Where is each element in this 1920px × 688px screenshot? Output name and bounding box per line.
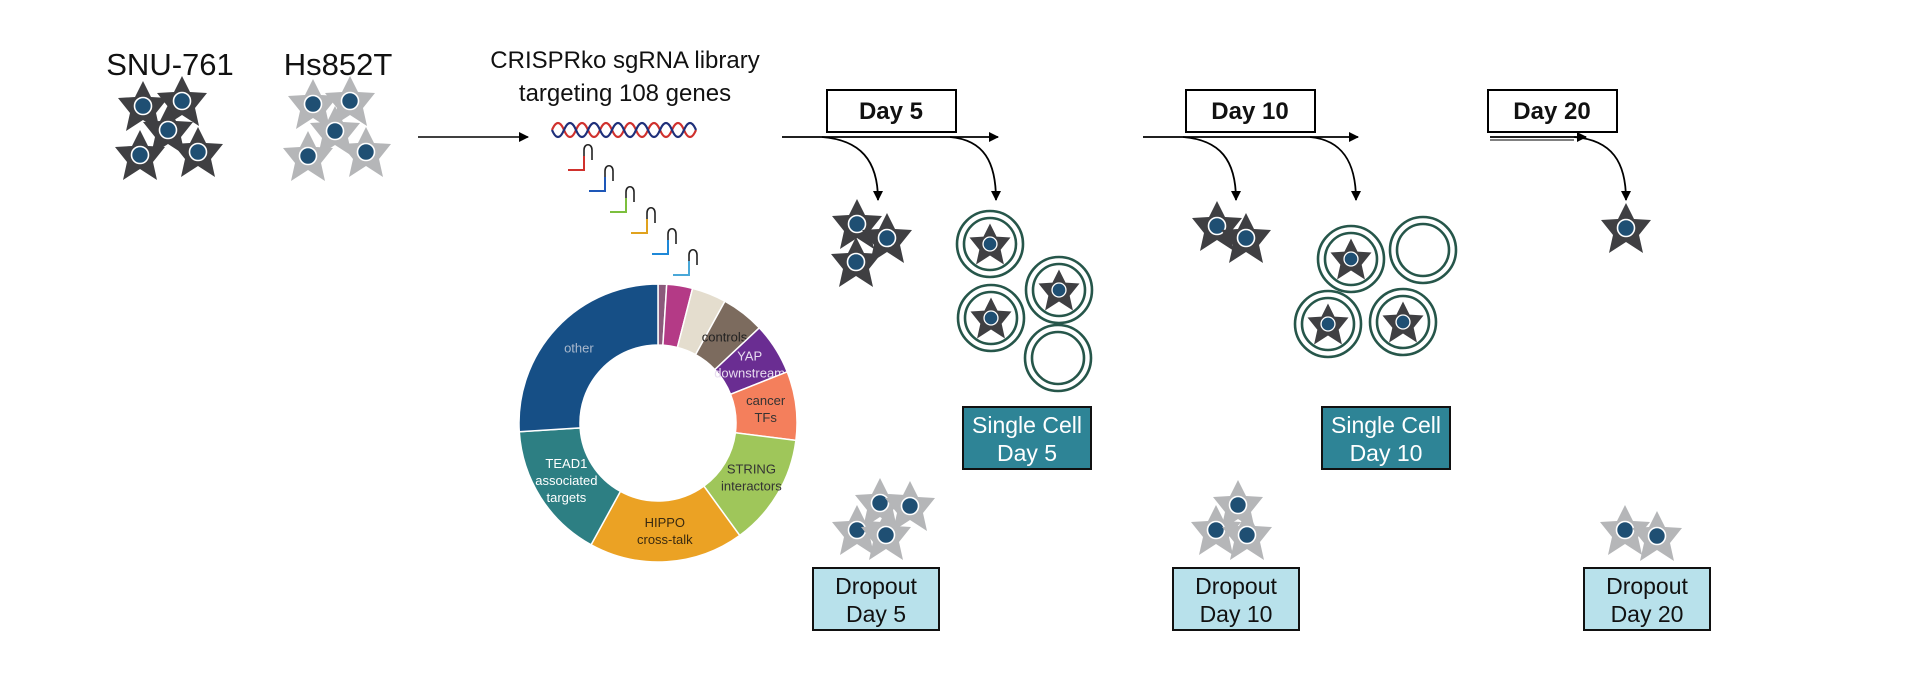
sgrna-hairpin-icon <box>673 248 698 276</box>
day20-label-box <box>1487 89 1618 133</box>
dropout-day10-cells-icon <box>1190 479 1273 561</box>
single-cell-day10-box <box>1321 406 1451 470</box>
day10-droplets-icon <box>1295 215 1458 357</box>
sgrna-hairpin-icon <box>631 206 656 234</box>
library-title-line1: CRISPRko sgRNA library <box>490 47 759 74</box>
dropout-day10-line1: Dropout <box>1195 573 1277 599</box>
day5-droplets-icon <box>957 211 1092 393</box>
day10-label: Day 10 <box>1211 98 1288 125</box>
day5-dropout-branch-arrow <box>821 136 883 201</box>
day5-label-box <box>826 89 957 133</box>
single-cell-day5-line1: Single Cell <box>972 412 1082 438</box>
day10-label-box <box>1185 89 1316 133</box>
dropout-day5-cells-icon <box>831 477 936 561</box>
day5-cells-icon <box>830 198 913 288</box>
dropout-day20-line2: Day 20 <box>1611 601 1684 627</box>
dropout-day5-line2: Day 5 <box>846 601 906 627</box>
dropout-day10-line2: Day 10 <box>1200 601 1273 627</box>
day10-singlecell-branch-arrow <box>1309 136 1361 201</box>
dropout-day20-cells-icon <box>1599 504 1683 562</box>
day5-label: Day 5 <box>859 98 923 125</box>
dropout-day20-line1: Dropout <box>1606 573 1688 599</box>
cell-line-snu761-label: SNU-761 <box>106 47 234 82</box>
dna-helix-icon <box>550 121 698 139</box>
day10-cells-icon <box>1191 200 1272 264</box>
library-title-line2: targeting 108 genes <box>519 80 731 107</box>
sgrna-hairpin-icon <box>568 143 593 171</box>
hs852t-cell-cluster-icon <box>282 75 392 182</box>
single-cell-day5-box <box>962 406 1092 470</box>
sgrna-hairpin-icon <box>589 164 614 192</box>
donut-segment-other <box>518 283 659 433</box>
donut-segment-hippo-cross-talk <box>590 485 741 563</box>
donut-label-controls: controls <box>702 329 748 344</box>
day20-cells-icon <box>1600 202 1652 254</box>
sgrna-hairpin-icon <box>610 185 635 213</box>
single-cell-day10-line1: Single Cell <box>1331 412 1441 438</box>
dropout-day5-box <box>812 567 940 631</box>
snu761-cell-cluster-icon <box>114 75 224 181</box>
day10-dropout-branch-arrow <box>1182 136 1241 201</box>
dropout-day5-line1: Dropout <box>835 573 917 599</box>
timepoint-day10: Day 10 <box>1143 89 1361 201</box>
single-cell-day10-line2: Day 10 <box>1350 440 1423 466</box>
dropout-day10-box <box>1172 567 1300 631</box>
single-cell-day5-line2: Day 5 <box>997 440 1057 466</box>
timepoint-day20: Day 20 <box>1487 89 1631 201</box>
day5-singlecell-branch-arrow <box>949 136 1001 201</box>
dropout-day20-box <box>1583 567 1711 631</box>
day20-label: Day 20 <box>1513 98 1590 125</box>
cell-line-hs852t-label: Hs852T <box>284 47 393 82</box>
day20-dropout-branch-arrow <box>1573 136 1631 201</box>
timepoint-day5: Day 5 <box>782 89 1001 201</box>
donut-label-other: other <box>564 341 594 356</box>
sgrna-hairpin-icon <box>652 227 677 255</box>
